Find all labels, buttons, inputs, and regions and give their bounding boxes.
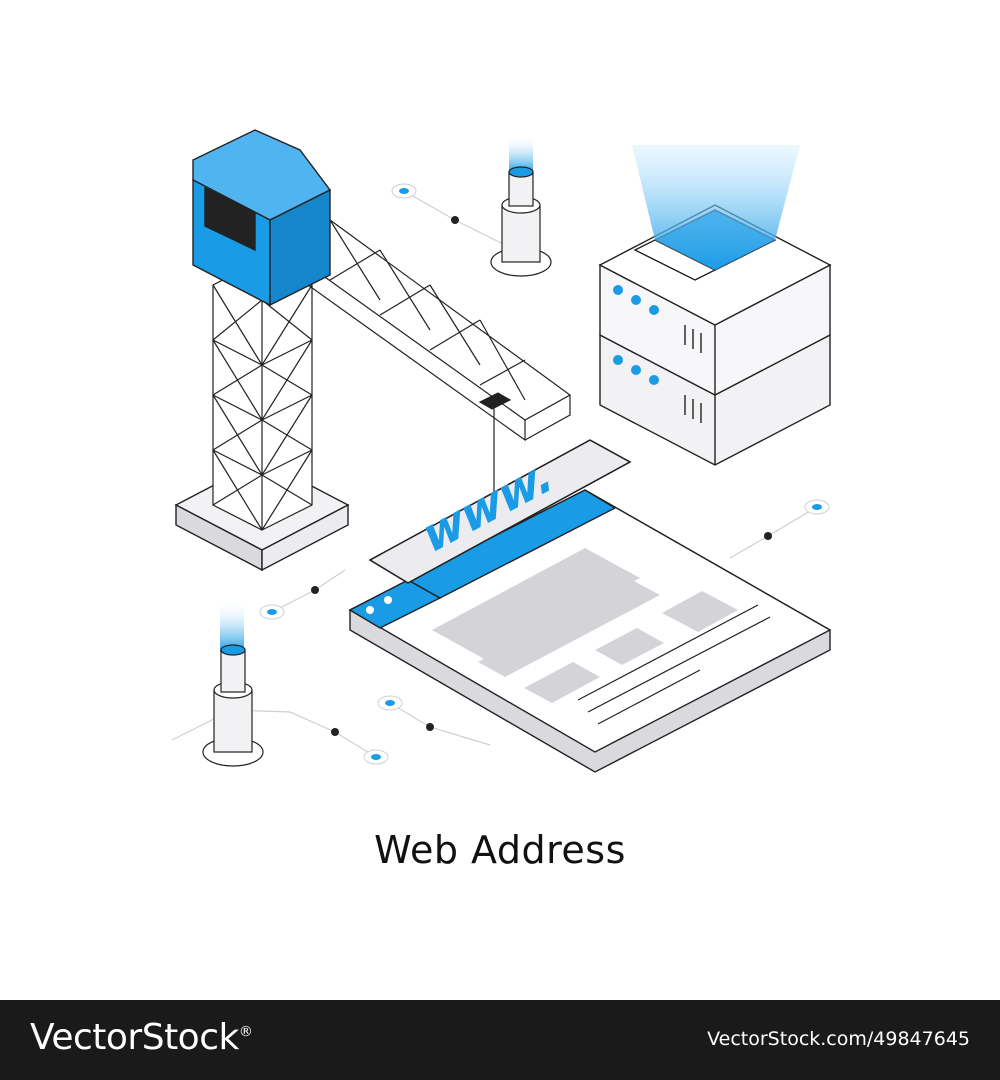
caption-title: Web Address xyxy=(374,828,626,872)
server-hologram xyxy=(632,145,800,270)
crane-jib xyxy=(278,219,572,442)
watermark-footer: VectorStock® VectorStock.com/49847645 xyxy=(0,1000,1000,1080)
url-card xyxy=(368,439,632,584)
crane-cabin xyxy=(192,129,332,307)
crane-hook xyxy=(478,392,512,505)
pillar-left xyxy=(202,600,264,767)
footer-brand-text: VectorStock xyxy=(30,1017,239,1058)
web-address-illustration: www. xyxy=(171,129,832,773)
crane-tower xyxy=(212,259,313,532)
browser-content-placeholders xyxy=(432,548,738,703)
footer-reg-mark: ® xyxy=(238,1024,253,1040)
footer-image-id: VectorStock.com/49847645 xyxy=(707,1028,970,1050)
connector-nodes xyxy=(259,183,830,765)
footer-brand: VectorStock® xyxy=(30,1017,253,1058)
browser-text-lines xyxy=(577,604,771,725)
pillar-top xyxy=(490,135,552,277)
